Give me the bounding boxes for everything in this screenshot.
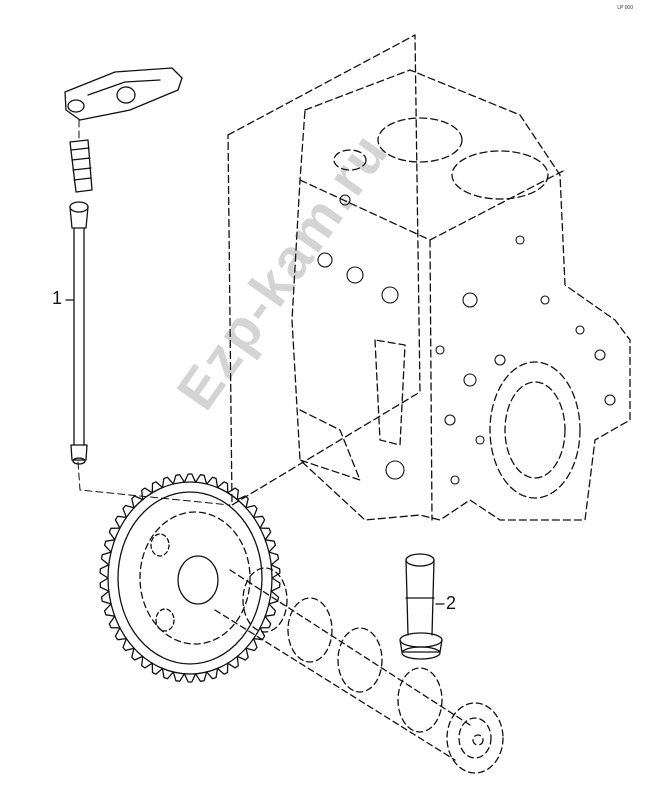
gear-tooth	[264, 539, 277, 553]
gear-tooth	[227, 487, 239, 501]
camshaft-body	[214, 567, 504, 774]
gear-tooth	[236, 647, 249, 661]
gear-tooth	[268, 590, 280, 605]
gear-tooth	[270, 564, 281, 579]
gear-tooth	[216, 662, 229, 675]
gear-tooth	[161, 476, 174, 489]
gear-tooth	[227, 655, 239, 669]
gear-tooth	[236, 495, 249, 509]
gear-tooth	[183, 473, 197, 483]
gear-tooth	[194, 474, 208, 485]
gear-tooth	[245, 504, 258, 519]
gear-tooth	[183, 673, 197, 683]
gear-tooth	[131, 495, 144, 509]
gear-tooth	[122, 504, 135, 519]
gear-tooth	[172, 671, 186, 682]
gear-tooth	[100, 590, 112, 605]
valve-tappet	[399, 553, 443, 660]
gear-tooth	[141, 655, 153, 669]
pushrod	[69, 201, 89, 465]
gear-tooth	[141, 487, 153, 501]
gear-tooth	[108, 615, 121, 629]
gear-tooth	[99, 577, 110, 592]
callout-2: 2	[446, 593, 457, 613]
engine-block-outline	[227, 34, 631, 521]
gear-tooth	[259, 527, 272, 541]
gear-tooth	[172, 474, 186, 485]
gear-tooth	[99, 564, 110, 579]
gear-tooth	[206, 667, 219, 680]
gear-tooth	[161, 667, 174, 680]
assembly-guides	[77, 119, 231, 506]
rocker-arm	[64, 67, 183, 121]
gear-tooth	[151, 662, 164, 675]
gear-tooth	[103, 603, 116, 617]
gear-tooth	[114, 627, 128, 641]
gear-tooth	[131, 647, 144, 661]
drawing-code: LP 000	[617, 5, 633, 11]
gear-tooth	[151, 481, 164, 494]
callout-1: 1	[52, 288, 63, 308]
gear-tooth	[194, 671, 208, 682]
gear-tooth	[264, 603, 277, 617]
gear-tooth	[259, 615, 272, 629]
engine-block-holes	[317, 194, 616, 485]
gear-tooth	[252, 515, 266, 529]
gear-tooth	[122, 637, 135, 652]
gear-tooth	[245, 637, 258, 652]
gear-tooth	[216, 481, 229, 494]
gear-tooth	[103, 539, 116, 553]
gear-tooth	[114, 515, 128, 529]
gear-tooth	[108, 527, 121, 541]
camshaft-gear	[107, 481, 273, 675]
adjusting-screw	[69, 139, 93, 193]
gear-tooth	[100, 551, 112, 566]
gear-tooth	[206, 476, 219, 489]
gear-teeth	[99, 473, 281, 683]
gear-tooth	[270, 577, 281, 592]
gear-tooth	[268, 551, 280, 566]
